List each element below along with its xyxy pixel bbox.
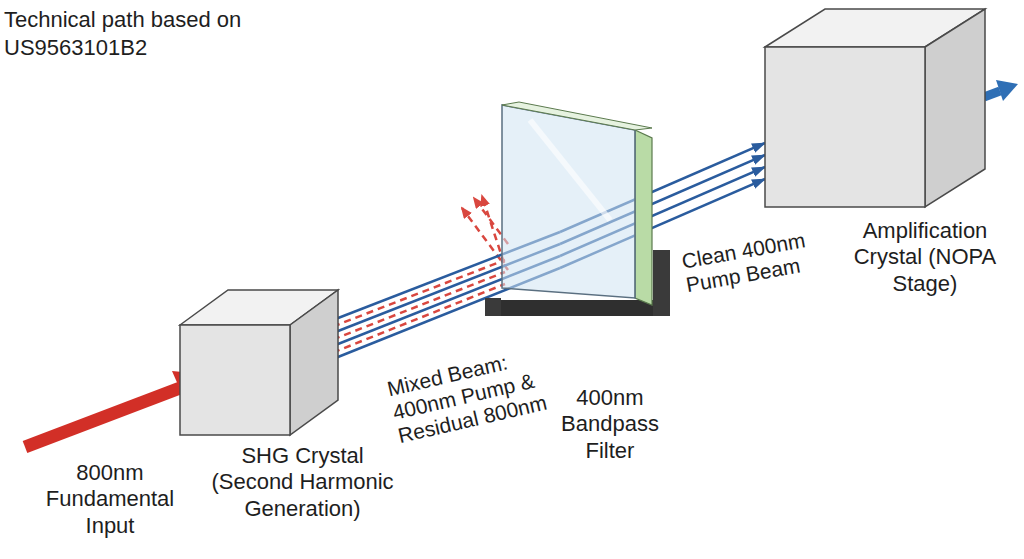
diagram-title: Technical path based on US9563101B2 [4,6,274,61]
component-label: Amplification Crystal (NOPA Stage) [840,218,1010,297]
residual-beam-line [333,272,505,340]
beam-label: 800nm Fundamental Input [45,460,175,539]
crystal-cube [178,285,348,440]
component-label: 400nm Bandpass Filter [548,385,672,464]
beam-label: Clean 400nm Pump Beam [680,228,811,297]
reflected-residual-beam [462,196,508,270]
beam-label: Mixed Beam: 400nm Pump & Residual 800nm [385,339,572,449]
crystal-cube [700,2,990,212]
residual-beam-line [333,284,505,353]
output-beam-arrow [984,80,1018,101]
component-label: SHG Crystal (Second Harmonic Generation) [210,443,395,522]
bandpass-filter [470,100,680,320]
